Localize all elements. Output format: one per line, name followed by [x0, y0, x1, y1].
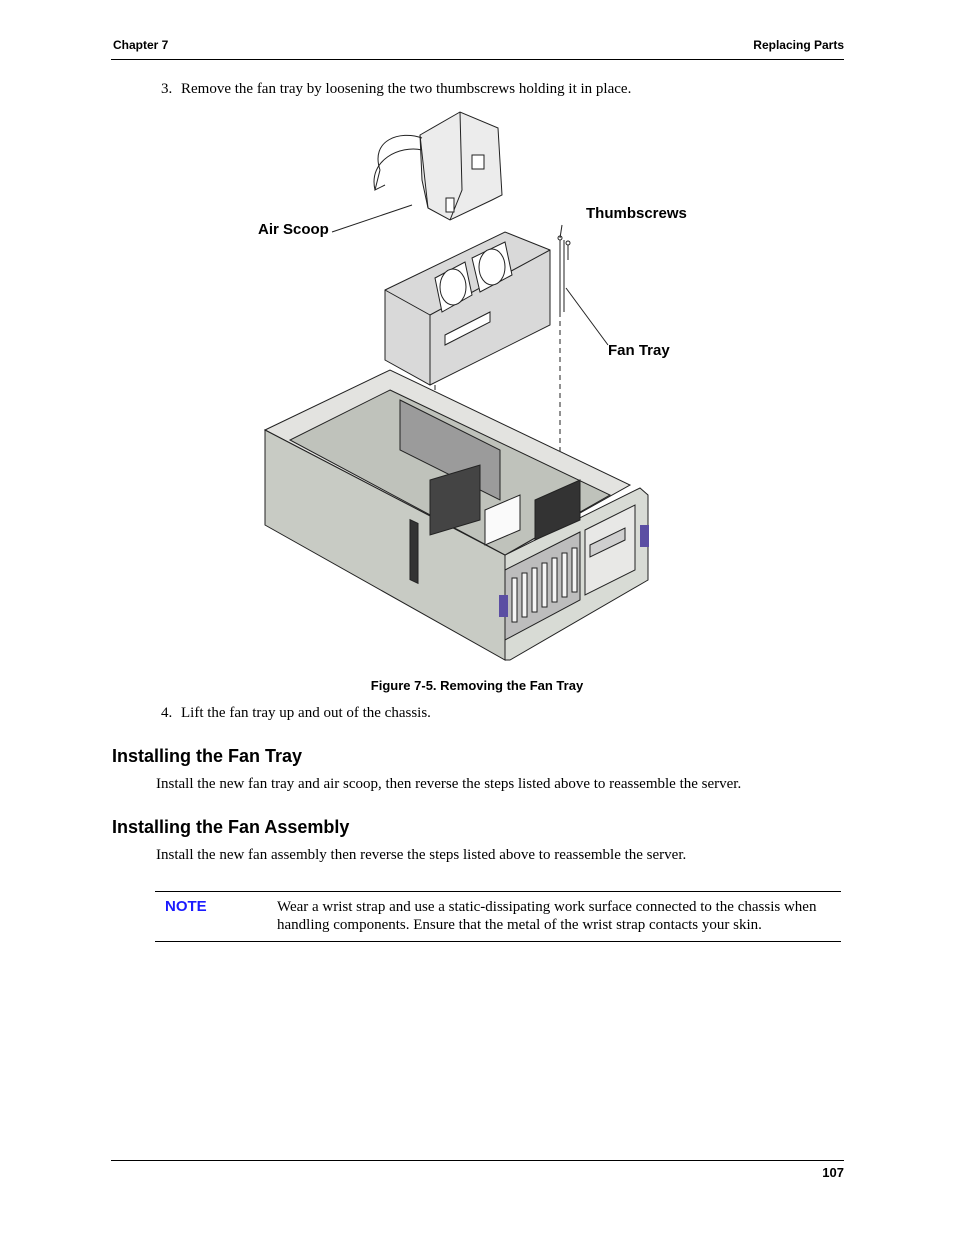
- note-text: Wear a wrist strap and use a static-diss…: [277, 899, 817, 933]
- server-chassis-illustration: [263, 111, 649, 661]
- fan-tray-label: Fan Tray: [608, 342, 670, 359]
- footer-rule: [111, 1160, 844, 1161]
- thumbscrews-label: Thumbscrews: [586, 205, 687, 222]
- air-scoop-label: Air Scoop: [258, 221, 329, 238]
- air-scoop-drawing: [373, 111, 503, 221]
- section-body-installing-fan-assembly: Install the new fan assembly then revers…: [156, 847, 687, 863]
- figure-caption: Figure 7-5. Removing the Fan Tray: [370, 678, 584, 693]
- step-3: 3. Remove the fan tray by loosening the t…: [161, 81, 631, 98]
- note-box: NOTE Wear a wrist strap and use a static…: [155, 891, 841, 942]
- bezel-handles: [499, 525, 649, 617]
- header-section-title: Replacing Parts: [753, 38, 844, 52]
- fan-tray-drawing: [384, 231, 565, 386]
- step-4-text: Lift the fan tray up and out of the chas…: [181, 705, 431, 721]
- section-heading-installing-fan-assembly: Installing the Fan Assembly: [112, 817, 350, 837]
- step-4-number: 4.: [161, 705, 173, 721]
- callout-lines: [331, 204, 609, 346]
- section-body-installing-fan-tray: Install the new fan tray and air scoop, …: [156, 776, 742, 792]
- step-4: 4. Lift the fan tray up and out of the ch…: [161, 705, 431, 722]
- step-3-number: 3.: [161, 81, 173, 97]
- header-rule: [111, 59, 844, 60]
- step-3-text: Remove the fan tray by loosening the two…: [181, 81, 632, 97]
- fan-tray-figure: Air Scoop Thumbscrews Fan Tray: [250, 100, 710, 670]
- section-heading-installing-fan-tray: Installing the Fan Tray: [112, 746, 303, 766]
- note-label: NOTE: [165, 898, 207, 915]
- chassis-drawing: [263, 369, 649, 661]
- header-chapter: Chapter 7: [113, 38, 169, 52]
- page-number: 107: [822, 1165, 844, 1180]
